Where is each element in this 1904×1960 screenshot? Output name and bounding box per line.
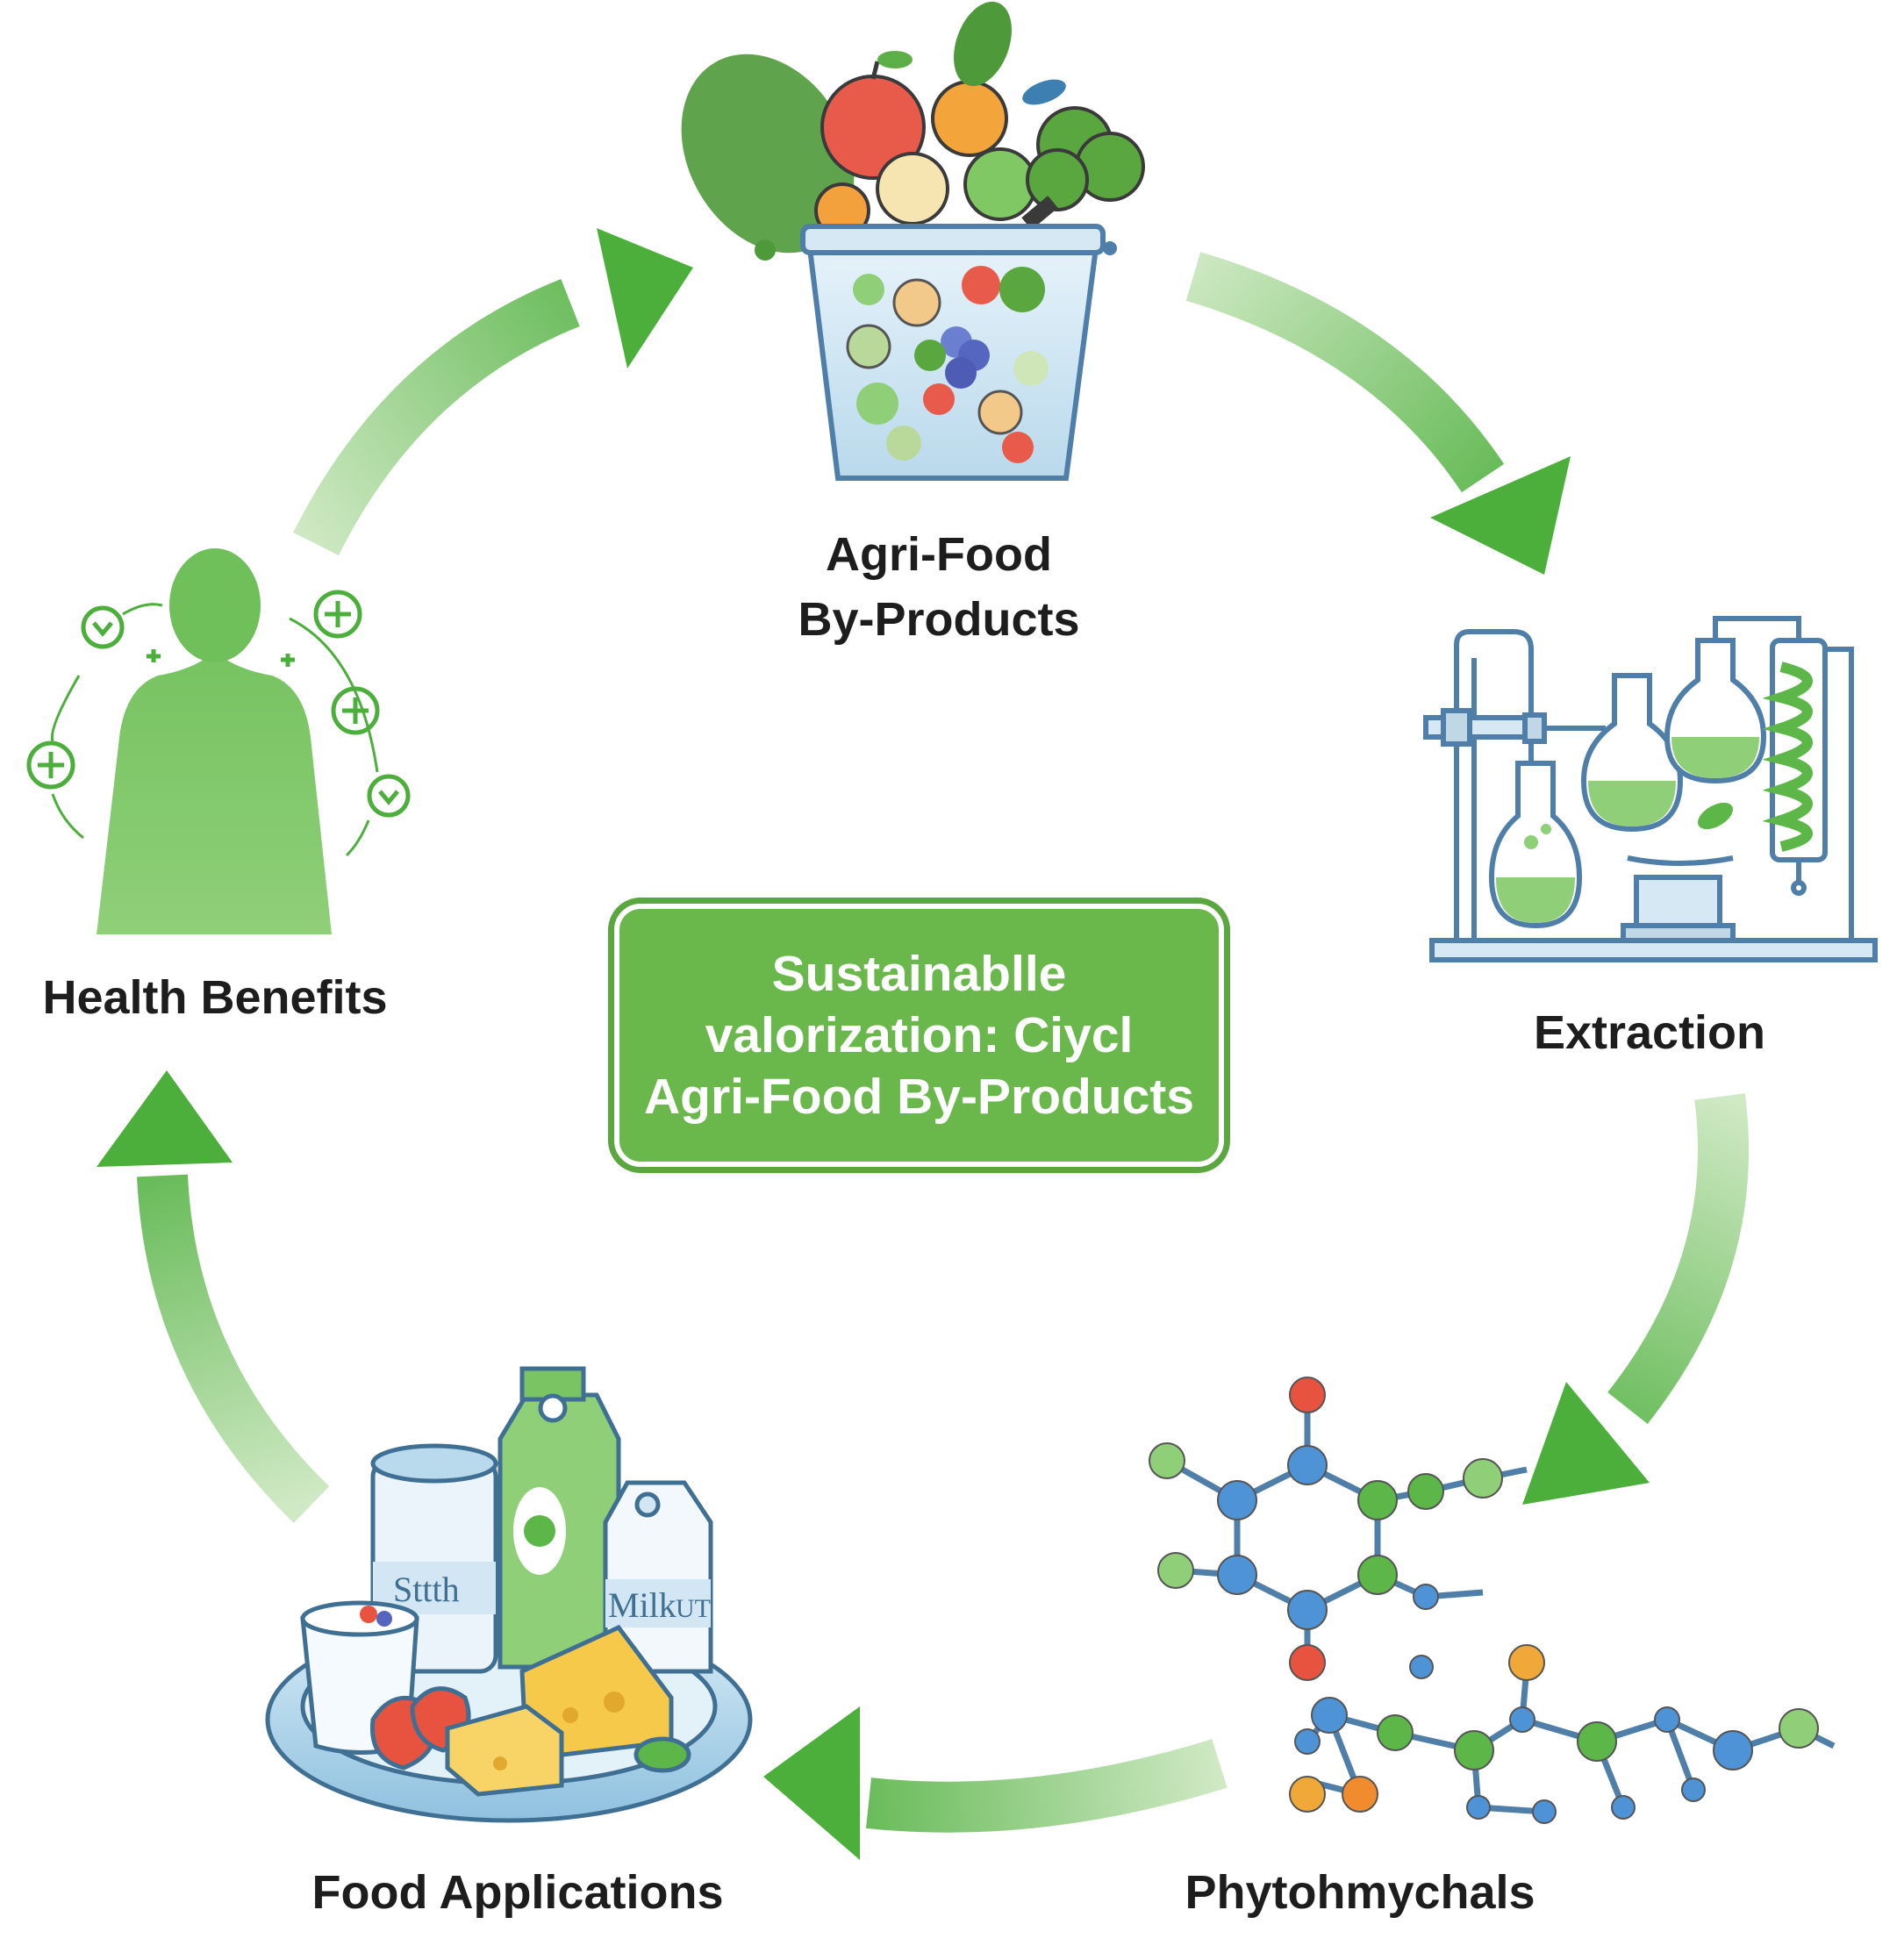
arrow-extraction-to-phyto — [1522, 1093, 1750, 1505]
center-title-line3: Agri-Food By-Products — [644, 1069, 1194, 1125]
agri-food-label-line1: Agri-Food — [826, 528, 1052, 581]
arrow-health-to-agri — [293, 228, 693, 555]
arrow-phyto-to-food — [763, 1706, 1228, 1860]
health-plus-icons — [26, 590, 411, 857]
food-products-icon: Sttth Milk UT — [265, 1366, 753, 1823]
milk-label: Milk — [608, 1585, 676, 1625]
food-applications-label: Food Applications — [311, 1866, 724, 1919]
center-title-line2: valorization: Ciycl — [705, 1007, 1134, 1063]
agri-food-label: Agri-Food By-Products — [772, 522, 1106, 652]
droplet-icon — [1103, 241, 1117, 255]
milk-side-label: UT — [676, 1594, 711, 1623]
health-benefits-label: Health Benefits — [42, 971, 388, 1024]
phytochemicals-label: Phytohmychals — [1185, 1866, 1535, 1919]
arrow-agri-to-extraction — [1185, 252, 1571, 575]
center-title-box: Sustainablle valorization: Ciycl Agri-Fo… — [614, 904, 1224, 1167]
arrow-food-to-health — [97, 1070, 330, 1523]
molecule-icon — [1149, 1377, 1836, 1824]
leaf-bit-icon — [755, 240, 776, 261]
agri-food-label-line2: By-Products — [798, 593, 1080, 646]
lab-glassware-icon — [1423, 616, 1878, 962]
center-title-line1: Sustainablle — [771, 946, 1067, 1002]
human-silhouette-icon — [97, 548, 332, 934]
bucket-of-produce-icon — [681, 1, 1145, 481]
jar-label: Sttth — [393, 1570, 460, 1609]
extraction-label: Extraction — [1533, 1006, 1766, 1059]
